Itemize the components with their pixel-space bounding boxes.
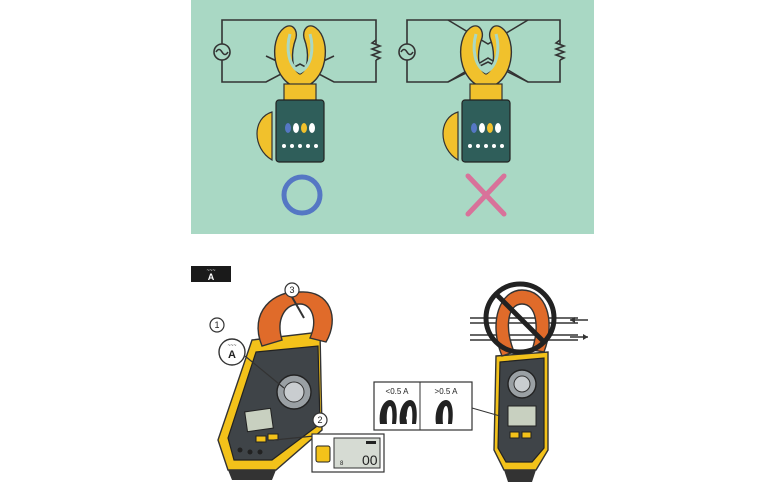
top-panel xyxy=(191,0,594,234)
wrong-mark-cross xyxy=(465,173,507,217)
current-arrow-right-icon xyxy=(570,334,588,340)
function-badge-tilde: ~~~ xyxy=(207,268,216,274)
step-1-callout: 1 ~~~ A xyxy=(209,317,285,389)
resistor-icon xyxy=(553,39,567,61)
prohibited-icon xyxy=(483,281,557,355)
step-1-dial-label: A xyxy=(228,349,236,361)
wrong-clamp-circuit xyxy=(398,19,567,83)
clamp-meter-wrong xyxy=(442,25,513,163)
jaw-guide-high-label: >0.5 A xyxy=(435,387,459,396)
jaw-guide: <0.5 A >0.5 A xyxy=(373,381,501,431)
bottom-panel: ~~~ A 3 xyxy=(191,266,588,482)
step-1-number: 1 xyxy=(214,320,219,330)
function-badge-label: A xyxy=(208,272,215,282)
top-panel-background xyxy=(191,0,594,234)
correct-mark-circle xyxy=(281,174,323,216)
step-2-number: 2 xyxy=(317,415,322,425)
current-arrow-left-icon xyxy=(570,317,588,323)
resistor-icon xyxy=(369,39,383,61)
lcd-small-digit: 8 xyxy=(340,461,344,467)
step-3-number: 3 xyxy=(289,285,294,295)
jaw-position-icon xyxy=(379,400,453,424)
clamp-meter-large xyxy=(217,291,333,480)
hold-button-icon xyxy=(315,445,331,463)
clamp-meter-prohibited xyxy=(470,281,588,482)
meter-lcd xyxy=(244,407,274,433)
step-1-dial-icon xyxy=(218,338,246,366)
function-badge: ~~~ A xyxy=(191,266,231,282)
jaw-guide-low-label: <0.5 A xyxy=(386,387,410,396)
step-2-callout: 2 8 00 xyxy=(273,412,385,473)
lcd-readout: 00 xyxy=(362,452,378,468)
step-3-callout: 3 xyxy=(284,282,305,319)
clamp-meter-correct xyxy=(256,25,327,163)
step-1-dial-tilde: ~~~ xyxy=(228,343,237,349)
